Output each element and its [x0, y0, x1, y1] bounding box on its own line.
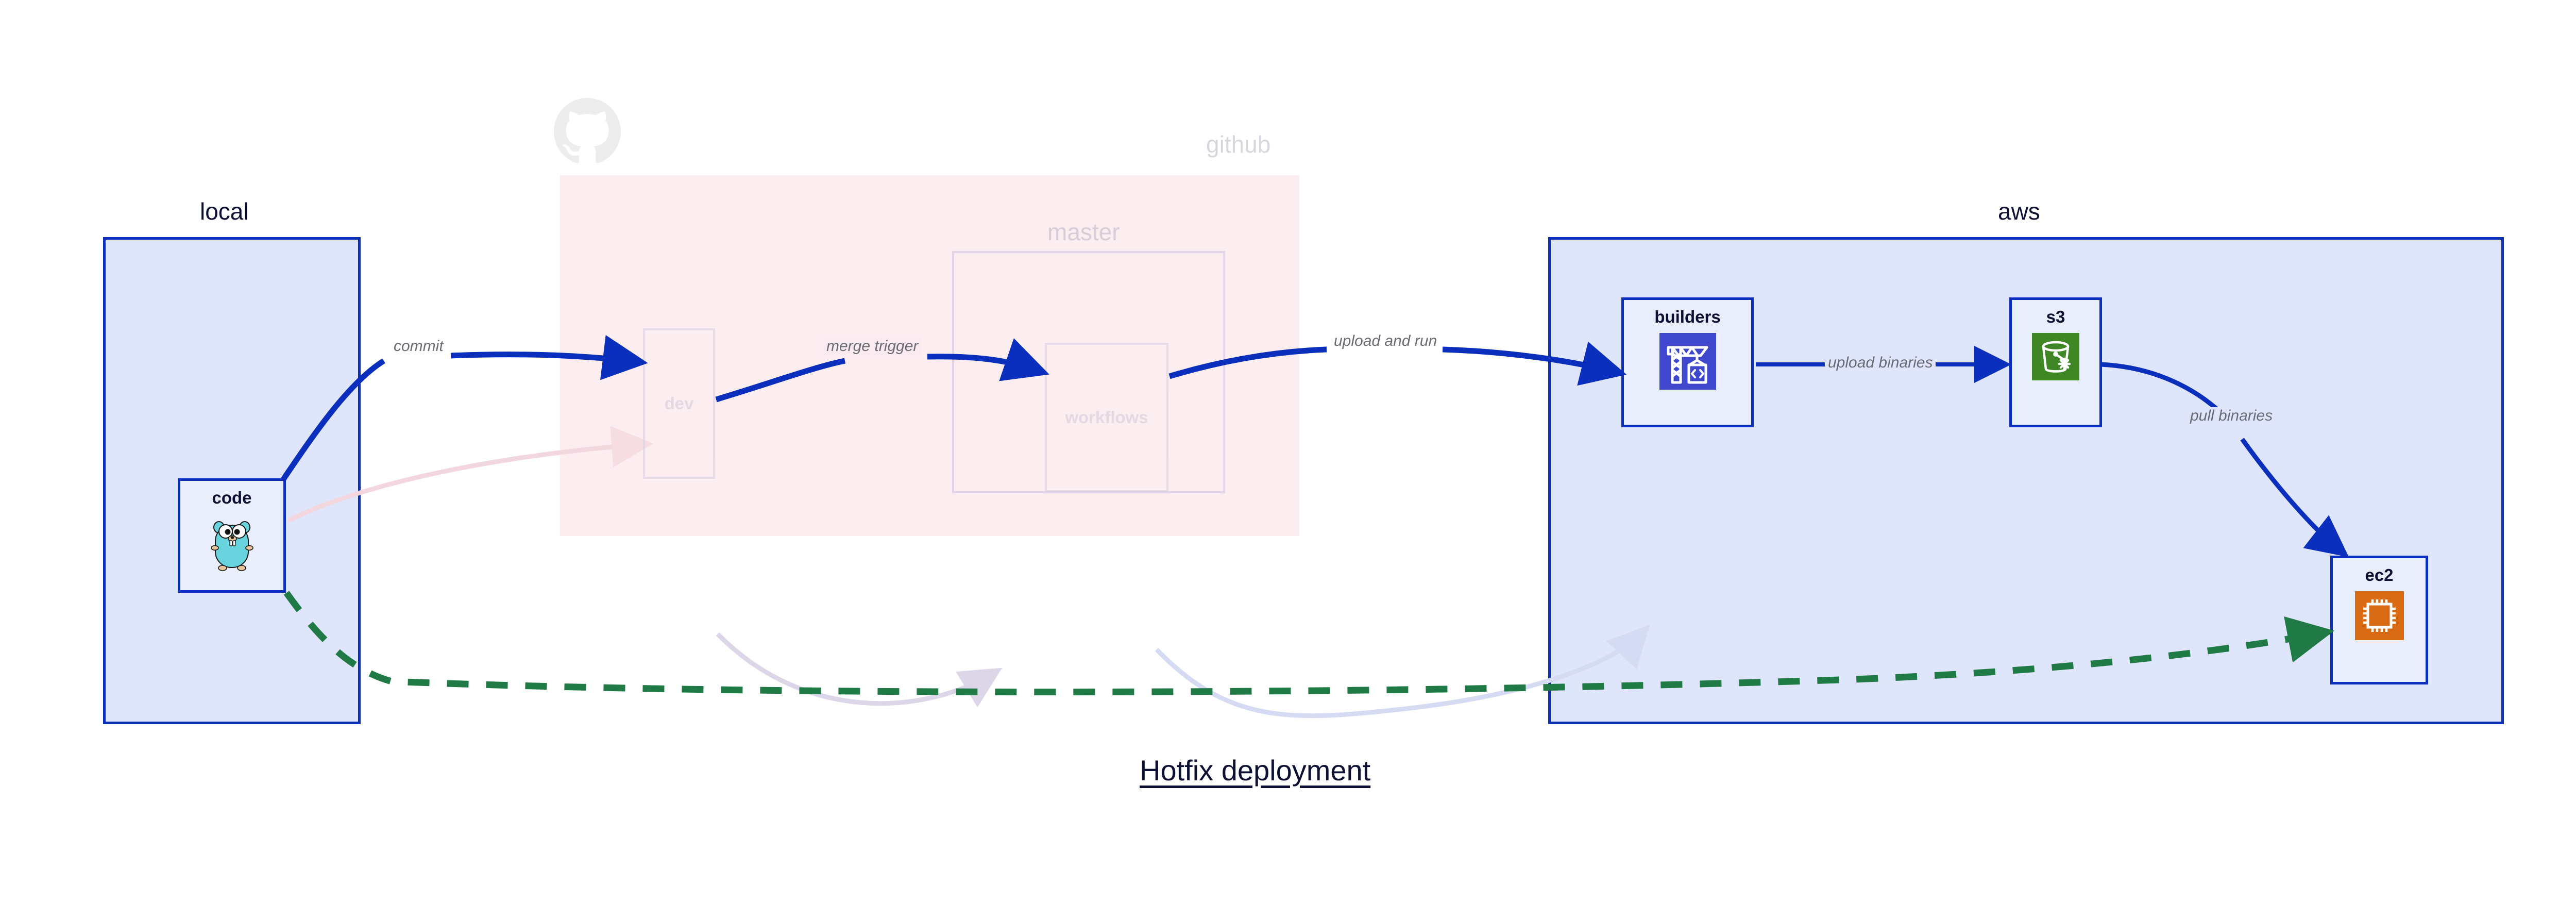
group-title-github: github — [1206, 131, 1271, 158]
node-dev[interactable]: dev — [643, 328, 715, 479]
node-ec2[interactable]: ec2 — [2330, 556, 2428, 684]
node-ec2-label: ec2 — [2365, 565, 2394, 584]
node-code[interactable]: code — [178, 478, 286, 593]
diagram-title: Hotfix deployment — [1140, 754, 1371, 787]
edge-label-pull-binaries: pull binaries — [2187, 407, 2276, 425]
group-title-local: local — [200, 198, 249, 225]
group-title-aws: aws — [1998, 198, 2040, 225]
edge-label-commit: commit — [391, 338, 447, 355]
node-s3-label: s3 — [2046, 307, 2065, 326]
node-builders-label: builders — [1654, 307, 1721, 326]
node-workflows-label: workflows — [1065, 408, 1148, 427]
aws-codebuild-icon — [1659, 333, 1716, 392]
go-gopher-icon — [207, 514, 257, 574]
github-octocat-icon — [554, 98, 621, 165]
aws-ec2-icon — [2354, 591, 2404, 643]
edge-label-upload-and-run: upload and run — [1331, 332, 1440, 350]
node-dev-label: dev — [664, 394, 694, 413]
aws-s3-glacier-icon — [2032, 333, 2079, 383]
node-s3[interactable]: s3 — [2009, 297, 2102, 427]
edge-label-upload-binaries: upload binaries — [1825, 354, 1936, 372]
node-code-label: code — [212, 488, 252, 507]
edge-label-merge-trigger: merge trigger — [823, 338, 922, 355]
node-builders[interactable]: builders — [1621, 297, 1754, 427]
group-title-master: master — [1047, 219, 1120, 245]
node-workflows[interactable]: workflows — [1045, 343, 1168, 492]
edge-ghost-dev-workflows — [716, 632, 1003, 708]
